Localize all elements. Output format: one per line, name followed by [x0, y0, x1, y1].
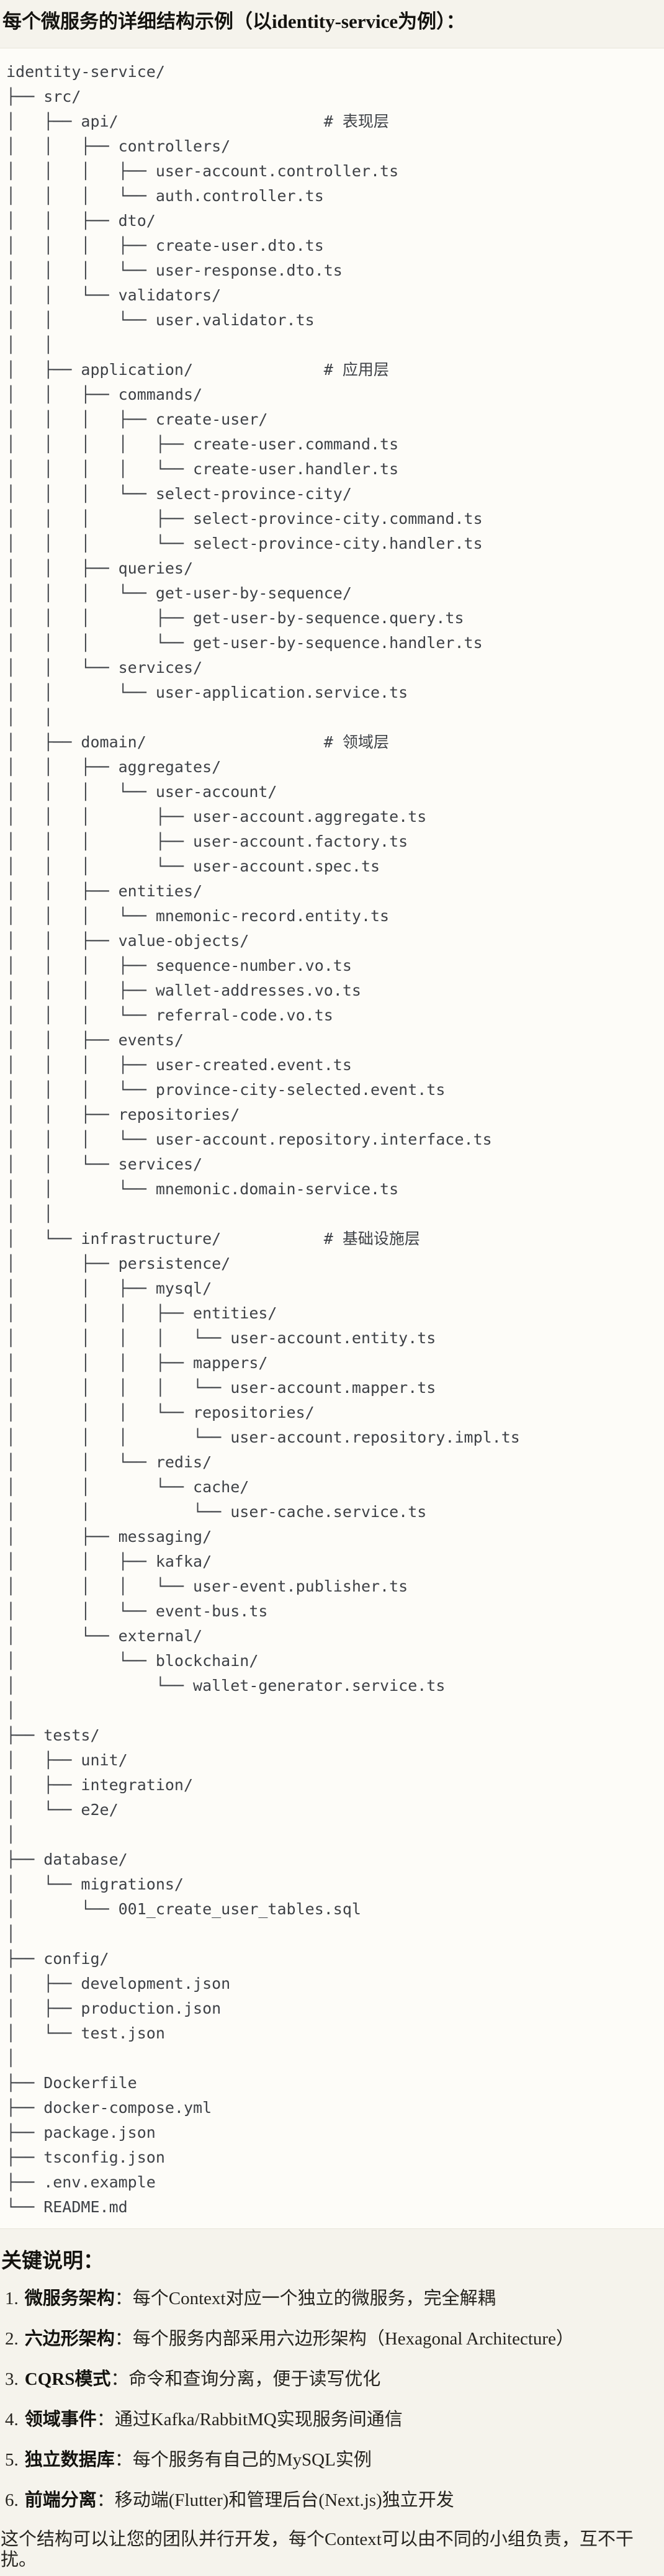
note-text: ：命令和查询分离，便于读写优化: [110, 2369, 381, 2389]
note-text: ：每个服务内部采用六边形架构（Hexagonal Architecture）: [114, 2329, 574, 2349]
note-label: 独立数据库: [24, 2450, 115, 2470]
note-item: 4.领域事件：通过Kafka/RabbitMQ实现服务间通信: [5, 2408, 664, 2431]
note-text: ：通过Kafka/RabbitMQ实现服务间通信: [96, 2410, 403, 2430]
note-label: CQRS模式: [24, 2369, 111, 2389]
notes-heading: 关键说明：: [1, 2250, 104, 2272]
note-item: 5.独立数据库：每个服务有自己的MySQL实例: [5, 2448, 664, 2472]
note-number: 5.: [5, 2450, 19, 2470]
note-item: 6.前端分离：移动端(Flutter)和管理后台(Next.js)独立开发: [5, 2488, 664, 2512]
note-item: 2.六边形架构：每个服务内部采用六边形架构（Hexagonal Architec…: [5, 2327, 664, 2351]
note-text: ：每个Context对应一个独立的微服务，完全解耦: [114, 2289, 496, 2308]
note-number: 6.: [5, 2490, 19, 2510]
note-number: 1.: [5, 2289, 19, 2308]
note-item: 1. 微服务架构：每个Context对应一个独立的微服务，完全解耦: [5, 2287, 664, 2310]
note-item: 3.CQRS模式：命令和查询分离，便于读写优化: [5, 2367, 664, 2391]
note-label: 前端分离: [24, 2490, 97, 2510]
note-label: 领域事件: [24, 2410, 97, 2430]
notes-list: 1. 微服务架构：每个Context对应一个独立的微服务，完全解耦 2.六边形架构…: [0, 2287, 664, 2512]
note-text: ：每个服务有自己的MySQL实例: [114, 2450, 372, 2470]
page-title: 每个微服务的详细结构示例（以identity-service为例）：: [2, 11, 465, 32]
file-tree: identity-service/ ├── src/ │ ├── api/ # …: [6, 63, 520, 2216]
note-number: 4.: [5, 2410, 19, 2430]
note-text: ：移动端(Flutter)和管理后台(Next.js)独立开发: [96, 2490, 454, 2510]
note-number: 3.: [5, 2369, 19, 2389]
notes-footer: 这个结构可以让您的团队并行开发，每个Context可以由不同的小组负责，互不干扰…: [1, 2529, 634, 2570]
code-block: identity-service/ ├── src/ │ ├── api/ # …: [0, 48, 664, 2229]
note-label: 微服务架构: [24, 2289, 115, 2308]
note-number: 2.: [5, 2329, 19, 2349]
note-label: 六边形架构: [24, 2329, 115, 2349]
